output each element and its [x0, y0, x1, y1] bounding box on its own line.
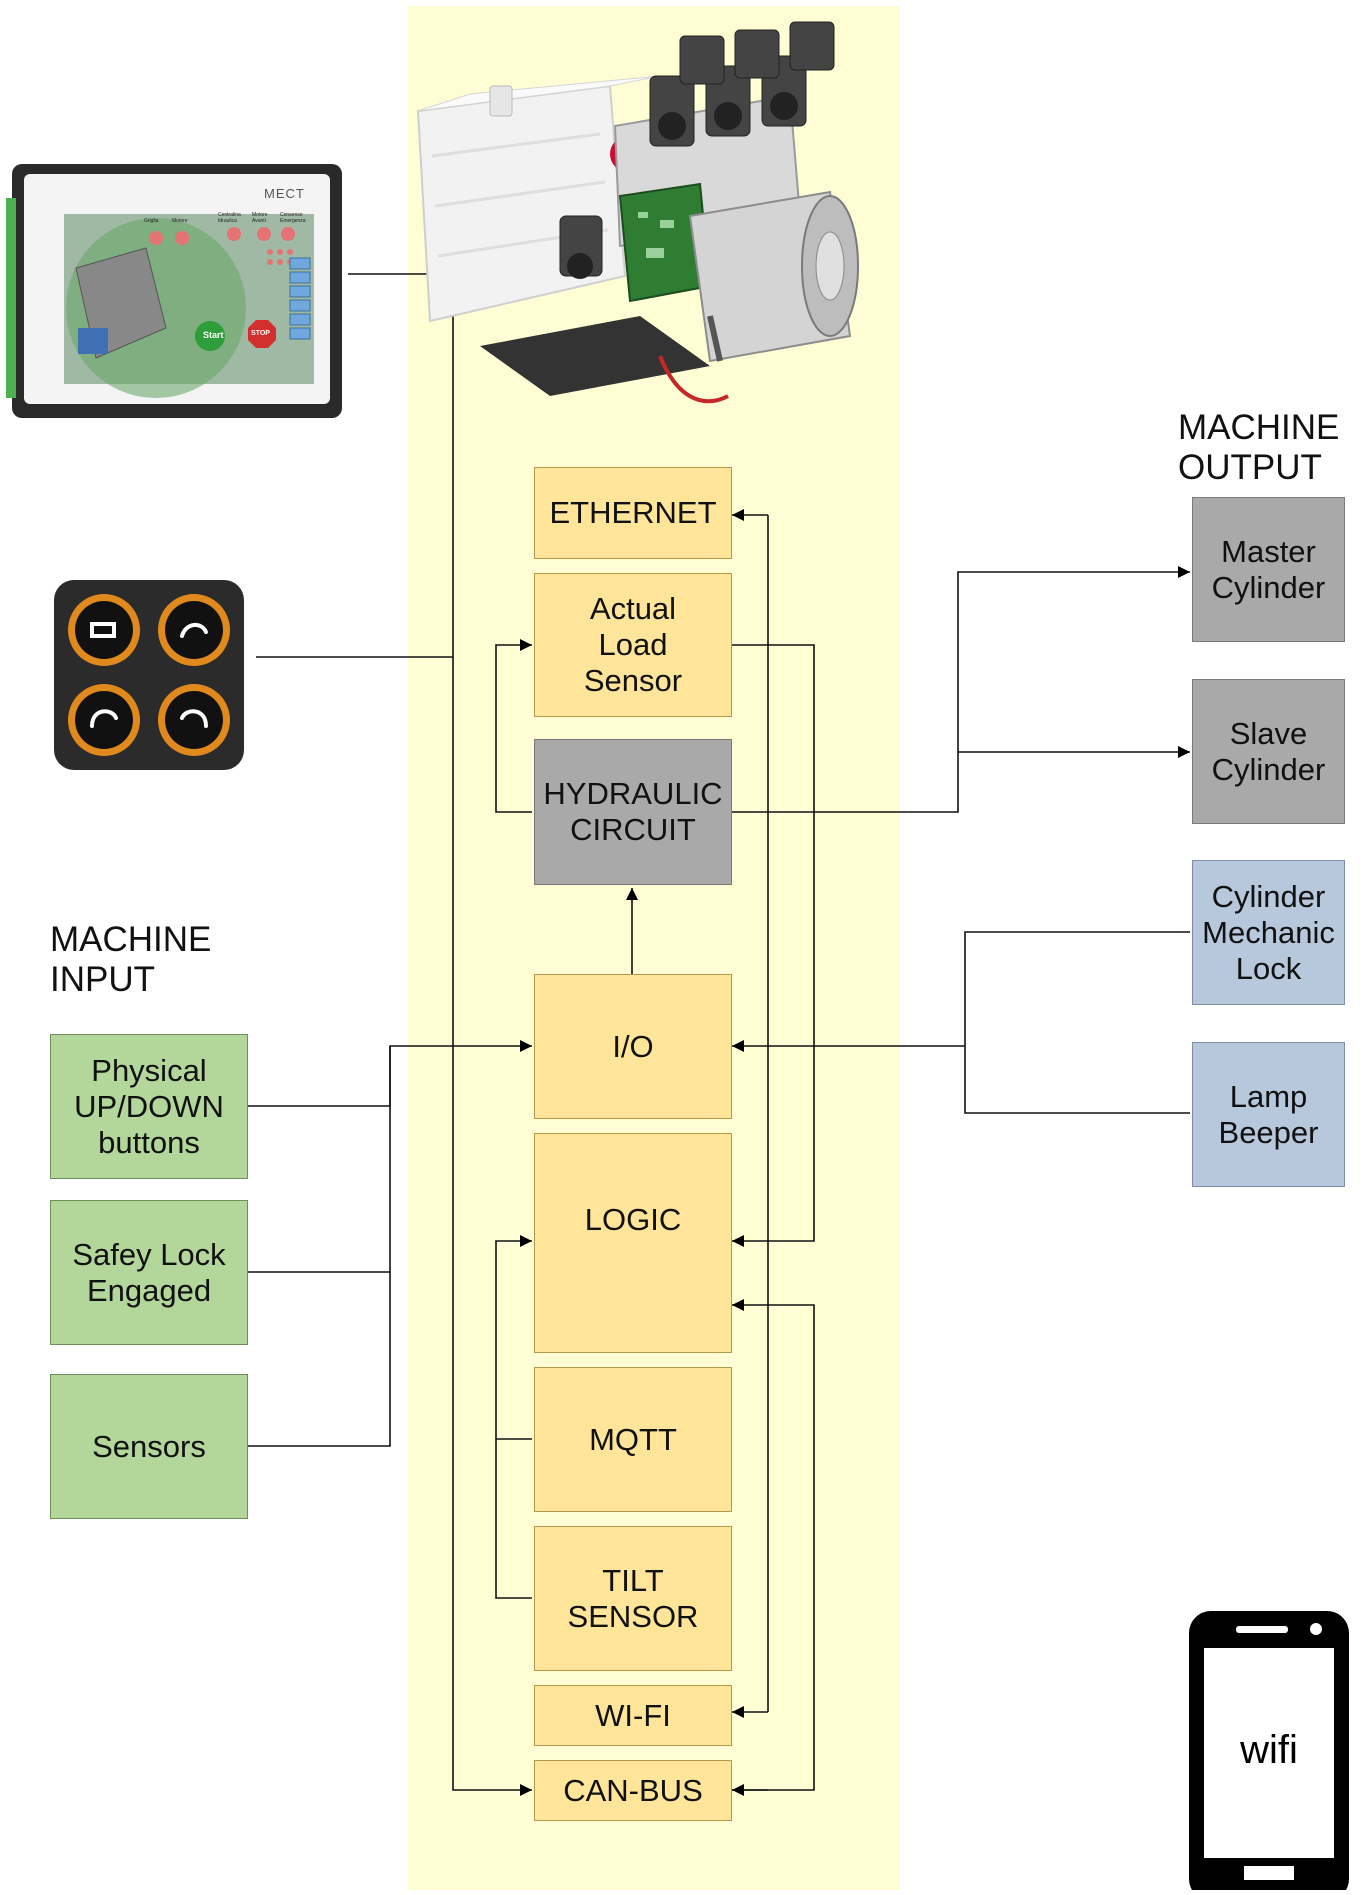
slave-cylinder-block: Slave Cylinder — [1192, 679, 1345, 824]
wire-mqtt-logic — [495, 1235, 532, 1440]
master-cylinder-block: Master Cylinder — [1192, 497, 1345, 642]
wire-hydraulic-loadsensor — [495, 639, 532, 813]
io-block: I/O — [534, 974, 732, 1119]
mqtt-block: MQTT — [534, 1367, 732, 1512]
smartphone-icon — [1189, 1611, 1349, 1895]
logic-block: LOGIC — [534, 1133, 732, 1353]
wifi-block: WI-FI — [534, 1685, 732, 1746]
cylinder-mechanic-lock-block: Cylinder Mechanic Lock — [1192, 860, 1345, 1005]
physical-buttons-block: Physical UP/DOWN buttons — [50, 1034, 248, 1179]
hmi-header-3: Centralina Idraulica — [218, 212, 241, 224]
wire-loadsensor-logic — [732, 644, 815, 1247]
hmi-header-5: Consenso Emergenza — [280, 212, 306, 224]
hmi-header-1: Griglia — [144, 218, 159, 224]
hmi-start-button: Start — [203, 330, 224, 340]
wire-to-master — [732, 566, 1190, 813]
ethernet-block: ETHERNET — [534, 467, 732, 559]
hmi-header-4: Motore Avanti — [252, 212, 268, 224]
hmi-header-2: Motore — [172, 218, 188, 224]
sensors-block: Sensors — [50, 1374, 248, 1519]
load-sensor-block: Actual Load Sensor — [534, 573, 732, 717]
wire-canbus-logic — [732, 1299, 815, 1791]
machine-output-label: MACHINE OUTPUT — [1178, 408, 1340, 487]
wire-hmi-canbus — [348, 273, 532, 1796]
safety-lock-block: Safey Lock Engaged — [50, 1200, 248, 1345]
wire-tilt — [495, 1439, 532, 1599]
canbus-block: CAN-BUS — [534, 1760, 732, 1821]
hydraulic-circuit-block: HYDRAULIC CIRCUIT — [534, 739, 732, 885]
hmi-touch-panel: MECT Griglia Motore Centralina Idraulica… — [6, 158, 346, 426]
hmi-brand: MECT — [264, 186, 305, 201]
lamp-beeper-block: Lamp Beeper — [1192, 1042, 1345, 1187]
machine-input-label: MACHINE INPUT — [50, 920, 212, 999]
wire-sensors — [248, 1272, 391, 1447]
smartphone: wifi — [1186, 1608, 1352, 1895]
hmi-stop-button: STOP — [251, 330, 270, 337]
wire-safety — [248, 1046, 391, 1273]
tilt-sensor-block: TILT SENSOR — [534, 1526, 732, 1671]
phone-wifi-text: wifi — [1240, 1728, 1298, 1772]
hydraulic-power-unit-image — [416, 21, 859, 404]
wire-io-devices — [964, 931, 1190, 1114]
keypad-image — [54, 580, 244, 770]
